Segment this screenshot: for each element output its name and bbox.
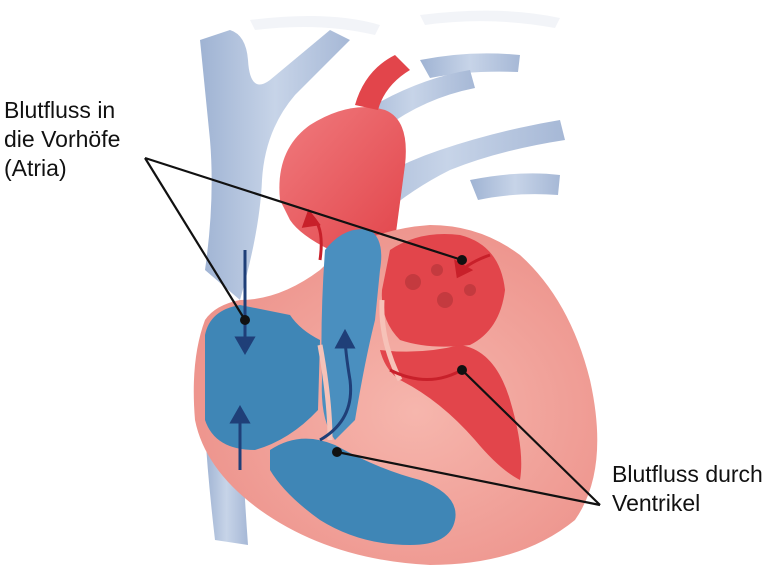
- label-atria-line: die Vorhöfe: [4, 125, 120, 154]
- pulmonary-vein-opening: [431, 264, 443, 276]
- label-atria: Blutfluss in die Vorhöfe (Atria): [4, 96, 120, 183]
- pointer-dot: [457, 255, 467, 265]
- pointer-dot: [240, 315, 250, 325]
- label-ventricles-line: Ventrikel: [612, 489, 763, 518]
- pulmonary-vein-opening: [405, 274, 421, 290]
- vessel-wisps: [250, 11, 560, 35]
- pulmonary-vein-opening: [437, 292, 453, 308]
- pointer-dot: [332, 447, 342, 457]
- label-ventricles: Blutfluss durch Ventrikel: [612, 460, 763, 518]
- label-atria-line: Blutfluss in: [4, 96, 120, 125]
- pulmonary-vein-opening: [464, 284, 476, 296]
- label-ventricles-line: Blutfluss durch: [612, 460, 763, 489]
- pointer-dot: [457, 365, 467, 375]
- label-atria-line: (Atria): [4, 154, 120, 183]
- left-atrium: [382, 234, 505, 347]
